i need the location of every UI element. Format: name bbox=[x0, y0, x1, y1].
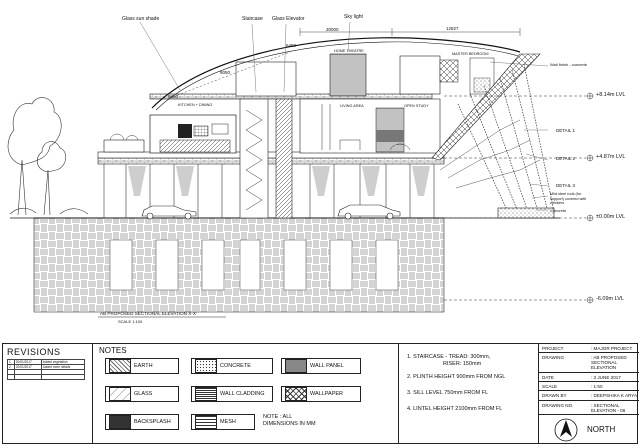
legend-label: WALL CLADDING bbox=[220, 391, 265, 397]
legend-concrete: CONCRETE bbox=[191, 358, 273, 374]
spec-sill: 3. SILL LEVEL 750mm FROM FL bbox=[407, 390, 489, 396]
legend-earth: EARTH bbox=[105, 358, 179, 374]
glass-swatch bbox=[109, 387, 131, 401]
concrete-swatch bbox=[195, 359, 217, 373]
notes-title: NOTES bbox=[99, 346, 127, 355]
legend-label: CONCRETE bbox=[220, 363, 251, 369]
project-info-panel: PROJECT : MAJOR PROJECT DRAWING : AB PRO… bbox=[539, 344, 639, 443]
legend-wall-panel: WALL PANEL bbox=[281, 358, 361, 374]
legend-label: WALLPAPER bbox=[310, 391, 344, 397]
level-minus-6-09: -6.09m LVL bbox=[596, 296, 625, 302]
mesh-swatch bbox=[195, 415, 217, 429]
annotation-master-bedroom: MASTER BEDROOM bbox=[452, 52, 489, 56]
legend-mesh: MESH bbox=[191, 414, 255, 430]
legend-label: WALL PANEL bbox=[310, 363, 344, 369]
notes-panel: NOTES EARTH CONCRETE WALL PANEL GLASS bbox=[93, 344, 399, 443]
drawing-no-row: DRAWING NO. : SECTIONAL ELEVATION - 06 bbox=[539, 401, 639, 415]
annotation-detail-1: DETAIL 1 bbox=[556, 128, 576, 133]
spec-riser: RISER: 150mm bbox=[443, 361, 482, 367]
date-row: DATE : 3 JUNE 2017 bbox=[539, 373, 639, 382]
wallpaper-swatch bbox=[285, 387, 307, 401]
annotation-kitchen-dining: KITCHEN + DINING bbox=[178, 103, 213, 107]
backsplash-swatch bbox=[109, 415, 131, 429]
legend-glass: GLASS bbox=[105, 386, 179, 402]
dimension-6060: 6060 bbox=[168, 94, 179, 99]
drawing-caption: AB PROPOSED SECTIONAL ELEVATION X-X' bbox=[100, 311, 197, 316]
revisions-title: REVISIONS bbox=[7, 347, 61, 357]
level-4-87: +4.87m LVL bbox=[596, 154, 626, 160]
legend-wall-cladding: WALL CLADDING bbox=[191, 386, 273, 402]
title-block: REVISIONS 1 20/01/2017 Added vegetation … bbox=[2, 343, 639, 444]
annotation-detail-3: DETAIL 3 bbox=[556, 183, 576, 188]
legend-label: GLASS bbox=[134, 391, 153, 397]
table-row bbox=[7, 374, 86, 380]
drawing-row: DRAWING : AB PROPOSED SECTIONAL ELEVATIO… bbox=[539, 353, 639, 373]
spec-staircase: 1. STAIRCASE - TREAD: 300mm, bbox=[407, 354, 491, 360]
annotation-skylight: Sky light bbox=[344, 14, 363, 20]
dimension-6450: 6450 bbox=[286, 43, 297, 48]
project-row: PROJECT : MAJOR PROJECT bbox=[539, 344, 639, 353]
spec-panel: 1. STAIRCASE - TREAD: 300mm, RISER: 150m… bbox=[399, 344, 539, 443]
revisions-panel: REVISIONS 1 20/01/2017 Added vegetation … bbox=[3, 344, 93, 443]
annotation-wall-finish: Wall finish - concrete bbox=[550, 62, 587, 67]
drawing-scale: SCALE 1:100 bbox=[118, 319, 143, 324]
legend-wallpaper: WALLPAPER bbox=[281, 386, 361, 402]
annotation-mild-steel: Mild steel rods (for support) covered wi… bbox=[550, 192, 587, 205]
spec-plinth: 2. PLINTH HEIGHT 900mm FROM NGL bbox=[407, 374, 506, 380]
annotation-staircase: Staircase bbox=[242, 16, 263, 22]
wall-panel-swatch bbox=[285, 359, 307, 373]
legend-label: BACKSPLASH bbox=[134, 419, 171, 425]
level-0-00: ±0.00m LVL bbox=[596, 214, 626, 220]
drawn-by-row: DRAWN BY : DEEPSHIKA K ARYA bbox=[539, 391, 639, 401]
north-label: NORTH bbox=[587, 425, 616, 434]
dimension-30000: 30000 bbox=[326, 27, 339, 32]
spec-lintel: 4. LINTEL HEIGHT 2100mm FROM FL bbox=[407, 406, 503, 412]
annotation-open-study: OPEN STUDY bbox=[404, 104, 429, 108]
legend-backsplash: BACKSPLASH bbox=[105, 414, 179, 430]
legend-label: MESH bbox=[220, 419, 236, 425]
earth-swatch bbox=[109, 359, 131, 373]
scale-row: SCALE : 1:50 bbox=[539, 382, 639, 391]
annotation-living-area: LIVING AREA bbox=[340, 104, 364, 108]
annotation-detail-2: DETAIL 2 bbox=[556, 156, 576, 161]
legend-label: EARTH bbox=[134, 363, 153, 369]
revisions-table: 1 20/01/2017 Added vegetation 2 22/01/20… bbox=[7, 359, 86, 380]
annotation-glass-sunshade: Glass sun shade bbox=[122, 16, 160, 22]
dimension-note: NOTE : ALL DIMENSIONS IN MM bbox=[263, 414, 316, 427]
annotation-home-theatre: HOME THEATRE bbox=[334, 49, 364, 53]
wall-cladding-swatch bbox=[195, 387, 217, 401]
annotation-concrete: Concrete bbox=[550, 208, 567, 213]
annotation-glass-elevator: Glass Elevator bbox=[272, 16, 305, 22]
dimension-9050: 9050 bbox=[220, 70, 231, 75]
north-arrow-icon bbox=[554, 418, 578, 442]
dimension-12827: 12827 bbox=[446, 26, 459, 31]
level-8-14: +8.14m LVL bbox=[596, 92, 626, 98]
